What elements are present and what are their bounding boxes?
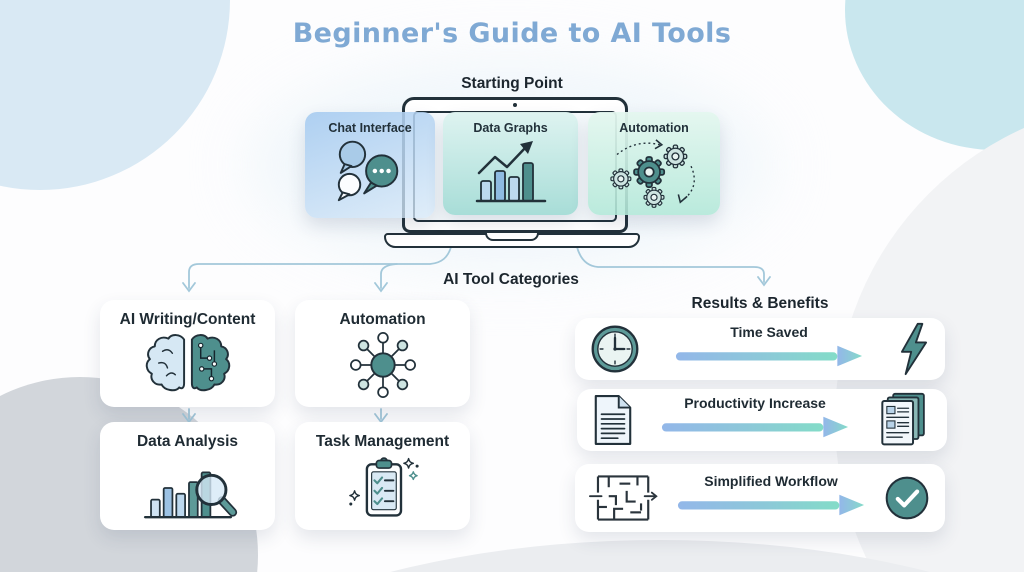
chat-bubbles-icon	[305, 135, 435, 203]
category-card-label: Task Management	[315, 433, 450, 450]
lightning-icon	[897, 322, 931, 376]
bar-chart-magnifier-icon	[100, 451, 275, 523]
stacked-documents-icon	[875, 392, 933, 448]
clipboard-checklist-icon	[295, 451, 470, 523]
result-label: Productivity Increase	[684, 394, 826, 411]
tool-card-chat-interface: Chat Interface	[305, 112, 435, 218]
gradient-arrow-right-icon	[665, 342, 873, 375]
category-card-ai-writing-content: AI Writing/Content	[100, 300, 275, 407]
result-row-simplified-workflow: Simplified Workflow	[575, 464, 945, 532]
tool-card-data-graphs: Data Graphs	[443, 112, 578, 215]
tool-card-automation: Automation	[588, 112, 720, 215]
result-label: Simplified Workflow	[704, 472, 838, 489]
category-card-label: Data Analysis	[136, 433, 239, 450]
category-card-data-analysis: Data Analysis	[100, 422, 275, 530]
document-icon	[591, 393, 635, 447]
results-label: Results & Benefits	[691, 295, 829, 312]
categories-label: AI Tool Categories	[443, 271, 579, 288]
brain-icon	[100, 329, 275, 399]
gradient-arrow-right-icon	[667, 491, 875, 524]
tool-card-label: Data Graphs	[473, 121, 548, 135]
gradient-arrow-right-icon	[651, 413, 859, 446]
starting-point-label: Starting Point	[461, 75, 563, 92]
check-circle-icon	[883, 474, 931, 522]
laptop-camera-dot	[513, 103, 517, 107]
category-card-label: Automation	[339, 311, 426, 328]
category-card-task-management: Task Management	[295, 422, 470, 530]
network-hub-icon	[295, 329, 470, 401]
page-title: Beginner's Guide to AI Tools	[292, 18, 732, 49]
clock-icon	[589, 323, 641, 375]
gears-icon	[588, 135, 720, 211]
tool-card-label: Automation	[619, 121, 689, 135]
category-card-label: AI Writing/Content	[119, 311, 256, 328]
result-row-productivity-increase: Productivity Increase	[577, 389, 947, 451]
result-row-time-saved: Time Saved	[575, 318, 945, 380]
laptop-notch	[485, 232, 539, 241]
bar-chart-arrow-icon	[443, 135, 578, 207]
result-label: Time Saved	[730, 323, 808, 340]
maze-icon	[589, 470, 659, 526]
category-card-automation: Automation	[295, 300, 470, 407]
laptop-base	[384, 232, 640, 248]
tool-card-label: Chat Interface	[328, 121, 412, 135]
